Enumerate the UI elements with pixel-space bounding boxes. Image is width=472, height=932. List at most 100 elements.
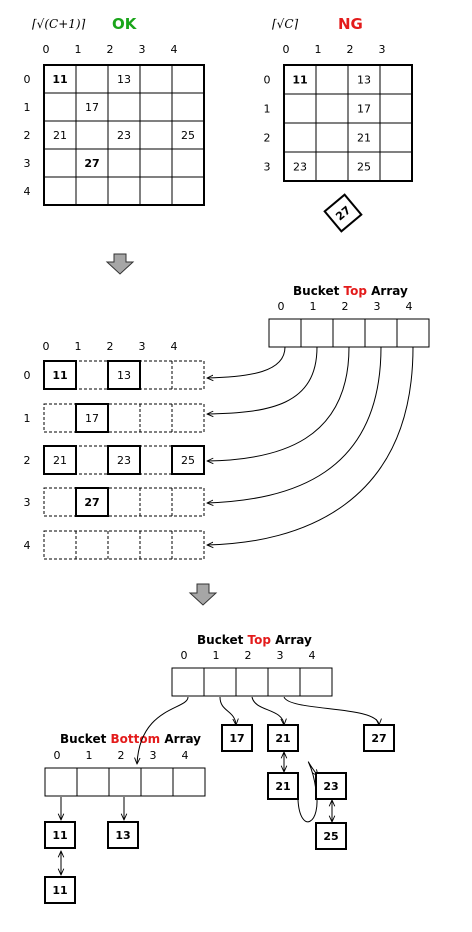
cell-value: 11	[292, 74, 307, 87]
array-slot	[44, 767, 78, 797]
grid-cell	[107, 176, 141, 206]
col-header: 4	[171, 340, 178, 353]
row-header: 1	[24, 101, 31, 114]
array-index: 2	[118, 749, 125, 762]
formula-ng: ⌈√C⌉	[272, 17, 299, 31]
col-header: 2	[107, 340, 114, 353]
bucket-top-title-1: Bucket Top Array	[293, 284, 408, 298]
row-header: 4	[24, 185, 31, 198]
grid-cell	[379, 93, 413, 124]
bucket-item-value: 27	[84, 496, 99, 509]
row-header: 2	[24, 129, 31, 142]
grid-cell	[171, 120, 205, 150]
grid-cell	[75, 120, 109, 150]
array-index: 2	[245, 649, 252, 662]
grid-cell	[379, 151, 413, 182]
bucket-item-value: 25	[181, 454, 195, 467]
row-header: 4	[24, 539, 31, 552]
row-header: 0	[24, 73, 31, 86]
row-header: 2	[24, 454, 31, 467]
grid-cell	[315, 151, 349, 182]
list-node-value: 11	[52, 829, 67, 842]
list-node-value: 27	[371, 732, 386, 745]
list-node	[221, 724, 253, 752]
row-header: 3	[264, 161, 271, 174]
array-index: 3	[374, 300, 381, 313]
col-header: 1	[315, 43, 322, 56]
top-array-pointers	[137, 696, 379, 764]
cell-value: 23	[117, 129, 131, 142]
array-slot	[203, 667, 237, 697]
formula-ok: ⌈√(C+1)⌉	[32, 17, 86, 31]
col-header: 3	[139, 43, 146, 56]
bucket-top-title-2: Bucket Top Array	[197, 633, 312, 647]
col-header: 3	[139, 340, 146, 353]
col-header: 4	[171, 43, 178, 56]
col-header: 2	[347, 43, 354, 56]
bucket-bottom-title: Bucket Bottom Array	[60, 732, 201, 746]
grid-cell	[139, 92, 173, 122]
bucket-item	[75, 487, 109, 517]
grid-border	[283, 64, 413, 182]
grid-border	[43, 64, 205, 206]
list-node	[44, 876, 76, 904]
status-ok: OK	[112, 15, 138, 33]
list-node-value: 25	[323, 830, 338, 843]
array-index: 1	[86, 749, 93, 762]
col-header: 0	[43, 43, 50, 56]
grid-cell	[75, 64, 109, 94]
grid-cell	[315, 64, 349, 95]
row-header: 1	[24, 412, 31, 425]
bucket-item-value: 23	[117, 454, 131, 467]
cell-value: 23	[293, 161, 307, 174]
col-header: 2	[107, 43, 114, 56]
grid-cell	[347, 122, 381, 153]
bucket-item	[107, 360, 141, 390]
array-slot	[235, 667, 269, 697]
bucket-item	[43, 445, 77, 475]
cell-value: 25	[181, 129, 195, 142]
list-node-value: 21	[275, 780, 290, 793]
cell-value: 21	[53, 129, 67, 142]
row-header: 1	[264, 103, 271, 116]
grid-cell	[171, 64, 205, 94]
array-index: 3	[150, 749, 157, 762]
col-header: 0	[43, 340, 50, 353]
array-slot	[332, 318, 366, 348]
array-index: 2	[342, 300, 349, 313]
array-slot	[267, 667, 301, 697]
grid-cell	[139, 120, 173, 150]
list-node-value: 17	[229, 732, 244, 745]
svg-text:Bucket Top Array: Bucket Top Array	[197, 633, 312, 647]
bucket-item-value: 17	[85, 412, 99, 425]
row-header: 3	[24, 157, 31, 170]
list-node	[44, 821, 76, 849]
svg-text:Bucket Top Array: Bucket Top Array	[293, 284, 408, 298]
array-slot	[300, 318, 334, 348]
list-node	[267, 724, 299, 752]
bucket-item-value: 13	[117, 369, 131, 382]
array-slot	[268, 318, 302, 348]
bucket-row	[43, 530, 205, 560]
col-header: 1	[75, 43, 82, 56]
row-header: 0	[24, 369, 31, 382]
list-node-value: 23	[323, 780, 338, 793]
grid-cell	[43, 92, 77, 122]
grid-cell	[171, 148, 205, 178]
array-index: 0	[278, 300, 285, 313]
array-index: 3	[277, 649, 284, 662]
down-arrow-icon	[105, 253, 135, 275]
list-node	[107, 821, 139, 849]
bucket-row	[43, 487, 205, 517]
list-node-value: 13	[115, 829, 130, 842]
grid-cell	[347, 64, 381, 95]
grid-cell	[379, 64, 413, 95]
col-header: 1	[75, 340, 82, 353]
list-node-value: 21	[275, 732, 290, 745]
